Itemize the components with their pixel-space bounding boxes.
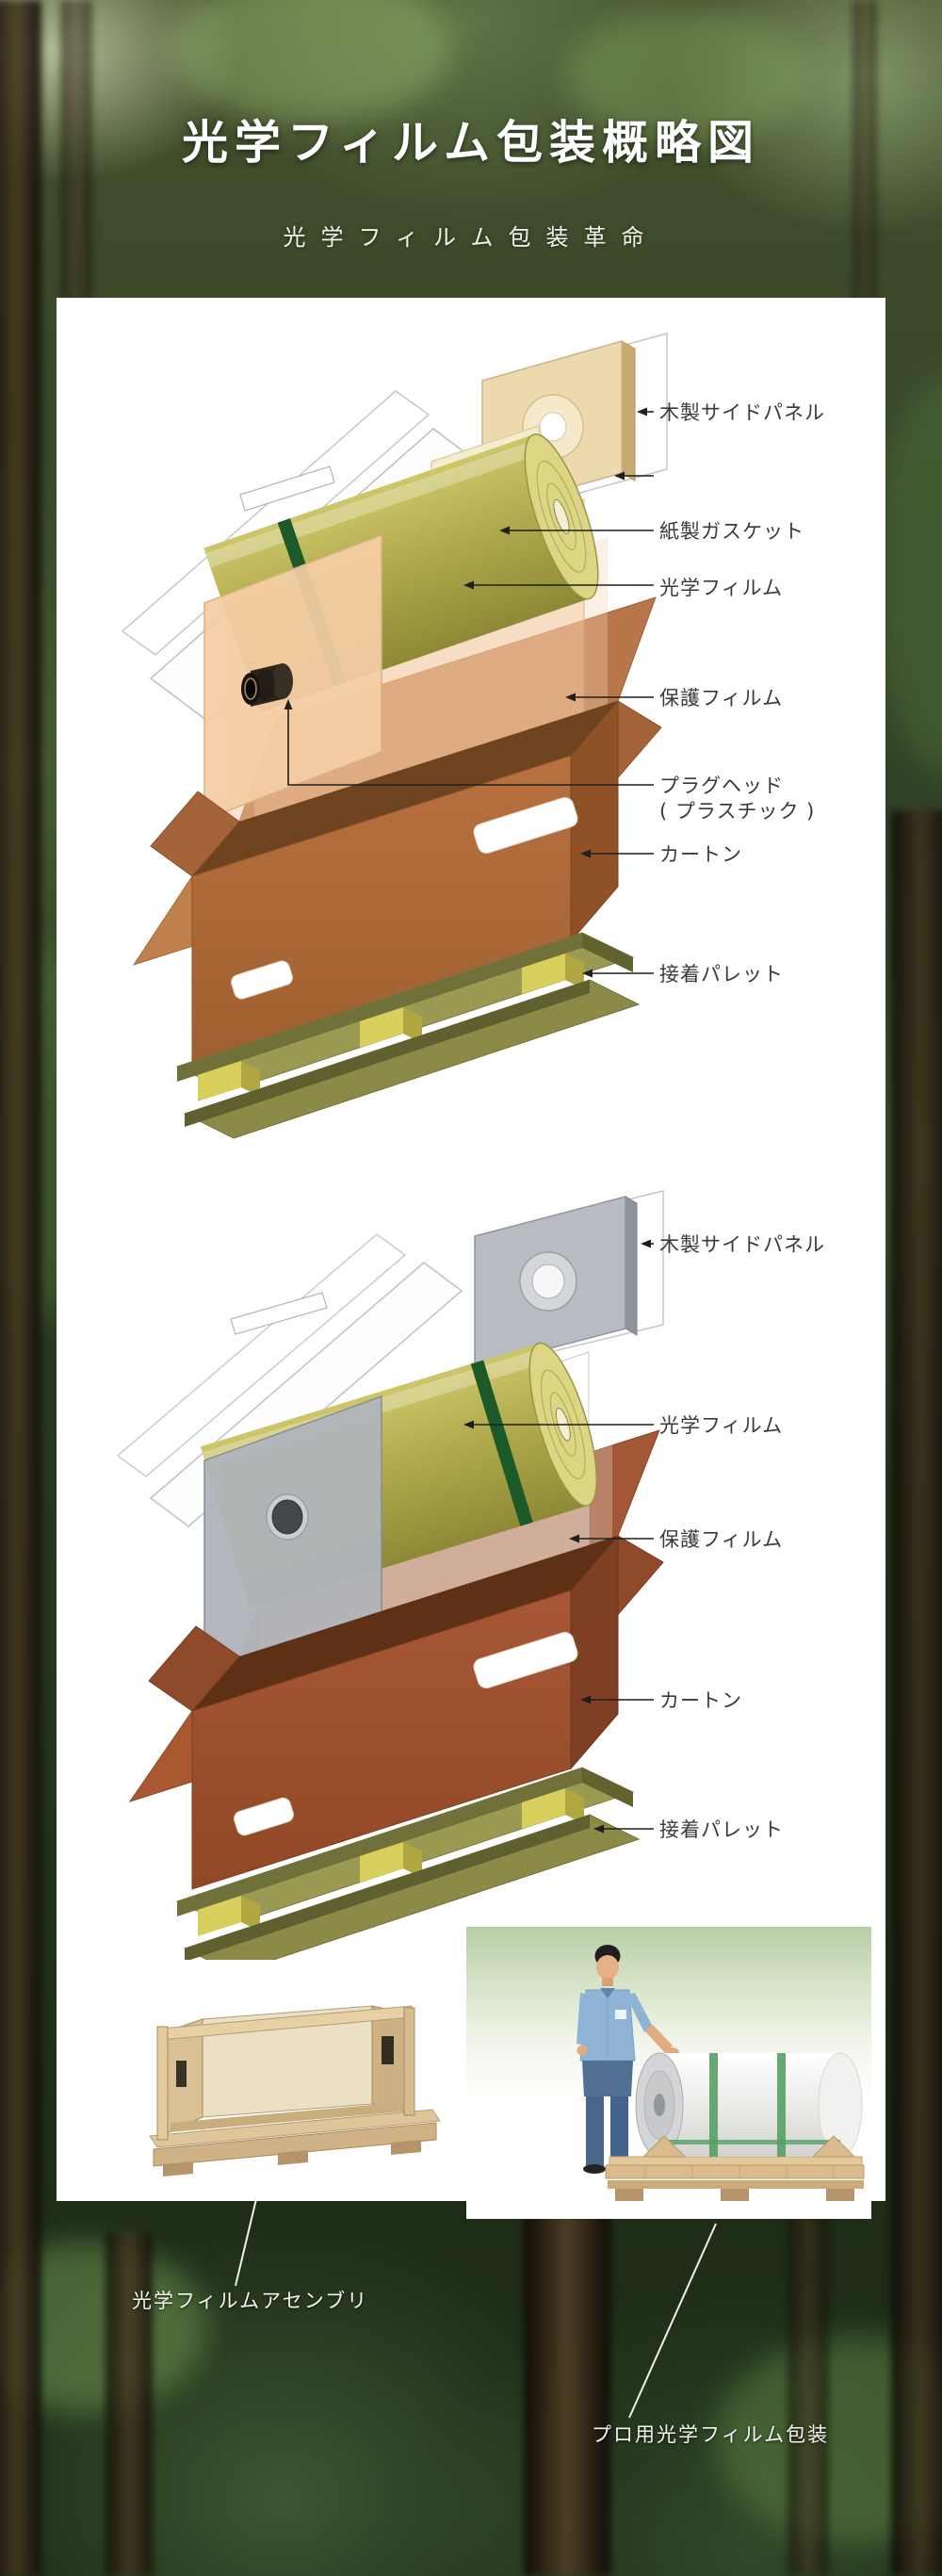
tree-trunk [106, 2233, 153, 2576]
crate-handle-slot [176, 2061, 187, 2087]
label-plug-head: プラグヘッド ( プラスチック ) [659, 774, 815, 825]
front-metal-panel [203, 1394, 382, 1679]
label-optical-film: 光学フィルム [659, 1414, 784, 1437]
leader-lines [463, 1239, 654, 1834]
label-wooden-side-panel: 木製サイドパネル [659, 401, 825, 424]
label-carton: カートン [659, 843, 742, 866]
label-optical-film: 光学フィルム [659, 577, 784, 599]
carton-hand-slot-left [234, 1797, 294, 1836]
page-subtitle: 光学フィルム包装革命 [283, 224, 659, 251]
label-paper-gasket: 紙製ガスケット [659, 520, 804, 543]
page-title: 光学フィルム包装概略図 [181, 115, 761, 170]
metal-side-panel [474, 1196, 638, 1369]
glued-pallet [175, 1767, 641, 1960]
film-assembly-crate [149, 2005, 441, 2177]
photo-film-assembly [137, 1965, 452, 2195]
strap-band [659, 2140, 840, 2144]
plug-head [241, 663, 293, 707]
photo-pallet [605, 2156, 865, 2201]
label-carton: カートン [659, 1689, 742, 1712]
photo-pro-packaging [466, 1927, 871, 2219]
tree-trunk [853, 0, 877, 302]
worker-figure [577, 1945, 679, 2174]
pro-packaging-canvas [577, 1945, 865, 2201]
exploded-diagram-top: 木製サイドパネル 紙製ガスケット 光学フィルム 保護フィルム プラグヘッド ( … [57, 320, 885, 1149]
front-side-panel [203, 533, 382, 822]
carton-hand-slot-right [473, 1631, 578, 1689]
tree-trunk [60, 0, 92, 300]
label-glued-pallet: 接着パレット [659, 1818, 784, 1841]
tree-trunk [0, 0, 41, 2576]
wrapped-film-roll [635, 2052, 863, 2158]
crate-handle-slot [382, 2036, 394, 2064]
caption-film-assembly: 光学フィルムアセンブリ [132, 2290, 369, 2312]
strap-band [777, 2053, 786, 2157]
exploded-diagram-bottom-canvas [116, 1190, 664, 1960]
roll-cradle-wedge [642, 2135, 687, 2158]
label-plug-head-line1: プラグヘッド [659, 774, 784, 797]
label-protective-film: 保護フィルム [659, 1528, 784, 1551]
footer-leader-lines [235, 2198, 717, 2419]
glued-pallet [175, 932, 641, 1139]
tree-trunk [891, 810, 942, 2576]
carton-box [128, 1534, 664, 1890]
foliage-blob [565, 9, 810, 141]
film-assembly-crate-canvas [149, 2005, 441, 2177]
label-plug-head-line2: ( プラスチック ) [659, 800, 816, 823]
carton-hand-slot-left [231, 960, 293, 1000]
carton-box [132, 699, 662, 1063]
label-glued-pallet: 接着パレット [659, 963, 784, 986]
leader-lines [284, 407, 654, 978]
foliage-blob [170, 0, 452, 122]
content-card: 木製サイドパネル 紙製ガスケット 光学フィルム 保護フィルム プラグヘッド ( … [57, 298, 885, 2219]
exploded-diagram-bottom: 木製サイドパネル 光学フィルム 保護フィルム カートン 接着パレット [57, 1187, 885, 1960]
strap-band [709, 2053, 718, 2157]
roll-cradle-wedge [811, 2135, 856, 2158]
label-protective-film: 保護フィルム [659, 687, 784, 709]
exploded-diagram-top-canvas [121, 333, 668, 1139]
film-green-band [470, 1360, 533, 1526]
label-wooden-side-panel: 木製サイドパネル [659, 1233, 825, 1256]
caption-pro-packaging: プロ用光学フィルム包装 [592, 2423, 830, 2446]
carton-hand-slot-right [473, 796, 578, 855]
tree-trunk [524, 2195, 610, 2576]
tree-trunk [788, 2201, 829, 2576]
